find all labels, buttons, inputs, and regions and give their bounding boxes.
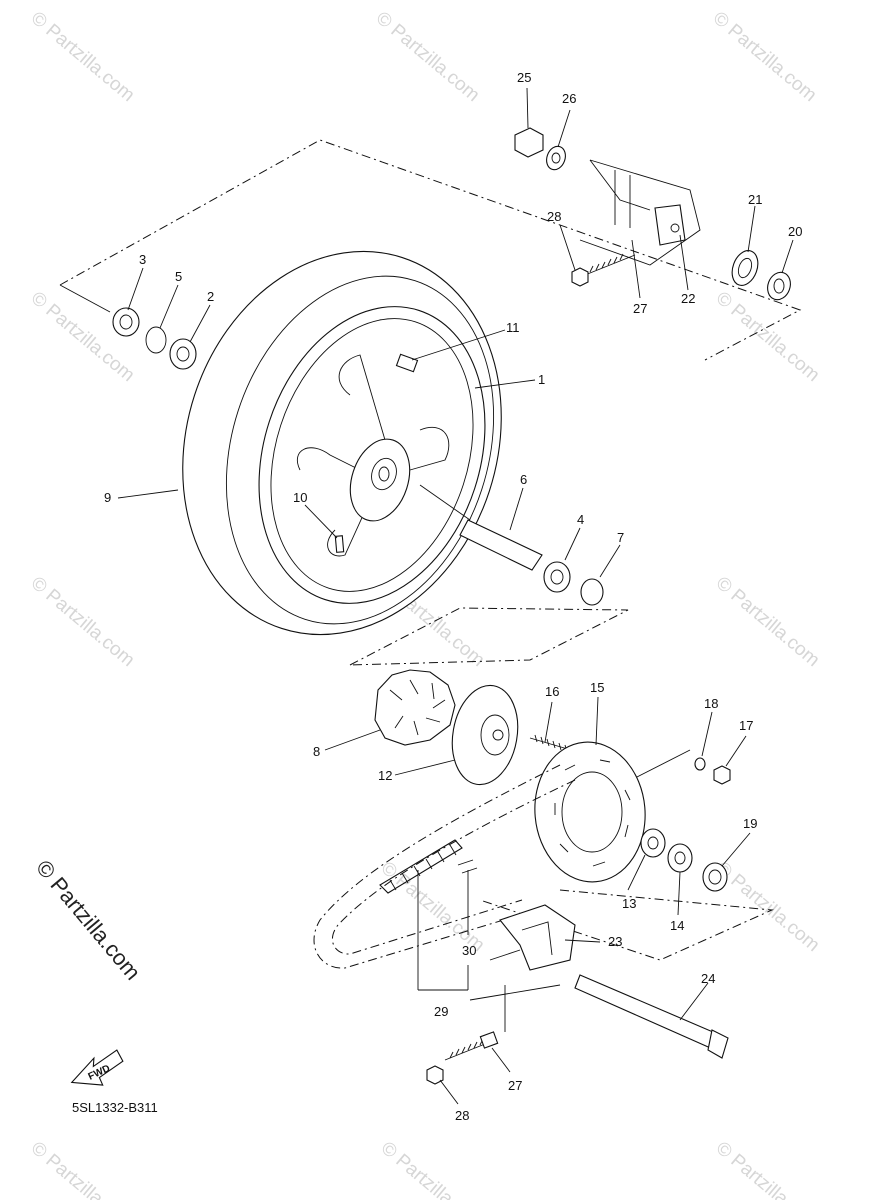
callout-11: 11 — [506, 320, 520, 335]
callout-22: 22 — [681, 291, 695, 306]
oil-seal — [702, 862, 728, 892]
side-watermark: © Partzilla.com — [31, 855, 145, 985]
callout-3: 3 — [139, 252, 146, 267]
callout-1: 1 — [538, 372, 545, 387]
callout-28: 28 — [547, 209, 561, 224]
clutch-hub — [451, 684, 519, 786]
adjuster-bolt — [444, 1031, 499, 1061]
callout-17: 17 — [739, 718, 753, 733]
hub-damper — [374, 669, 456, 746]
callout-25: 25 — [517, 70, 531, 85]
watermark: © Partzilla.com — [712, 1138, 824, 1200]
watermark: © Partzilla.com — [709, 8, 821, 106]
callout-12: 12 — [378, 768, 392, 783]
locknut — [426, 1065, 444, 1085]
bearing — [667, 843, 693, 873]
leader-lines — [117, 87, 794, 1105]
drive-chain — [313, 764, 576, 969]
callout-14: 14 — [670, 918, 684, 933]
callout-24: 24 — [701, 971, 715, 986]
collar — [580, 578, 604, 606]
callout-8: 8 — [313, 744, 320, 759]
sprocket — [534, 741, 646, 883]
watermark: © Partzilla.com — [27, 573, 139, 671]
circlip — [145, 326, 167, 354]
callout-28: 28 — [455, 1108, 469, 1123]
bearing — [543, 561, 571, 593]
watermark: © Partzilla.com — [712, 288, 824, 386]
callout-19: 19 — [743, 816, 757, 831]
callout-27: 27 — [508, 1078, 522, 1093]
watermark-layer: © Partzilla.com © Partzilla.com © Partzi… — [27, 8, 824, 1200]
callout-29: 29 — [434, 1004, 448, 1019]
callout-20: 20 — [788, 224, 802, 239]
washer — [546, 145, 566, 171]
watermark: © Partzilla.com — [27, 8, 139, 106]
watermark: © Partzilla.com — [712, 573, 824, 671]
callout-23: 23 — [608, 934, 622, 949]
callout-7: 7 — [617, 530, 624, 545]
watermark: © Partzilla.com — [377, 1138, 489, 1200]
callout-18: 18 — [704, 696, 718, 711]
callout-13: 13 — [622, 896, 636, 911]
callout-16: 16 — [545, 684, 559, 699]
rear-wheel-rim — [258, 306, 486, 604]
bearing — [640, 828, 666, 858]
swingarm-end — [579, 159, 701, 266]
callout-6: 6 — [520, 472, 527, 487]
callout-2: 2 — [207, 289, 214, 304]
watermark: © Partzilla.com — [377, 858, 489, 956]
watermark: © Partzilla.com — [27, 1138, 139, 1200]
adjuster-bolt — [584, 253, 636, 276]
callout-5: 5 — [175, 269, 182, 284]
callout-26: 26 — [562, 91, 576, 106]
watermark: © Partzilla.com — [27, 288, 139, 386]
rear-axle — [574, 974, 729, 1059]
collar — [767, 271, 791, 301]
forward-arrow-icon: FWD — [70, 1049, 124, 1086]
callout-10: 10 — [293, 490, 307, 505]
callout-9: 9 — [104, 490, 111, 505]
spacer-tube — [459, 519, 543, 571]
nut — [514, 127, 544, 158]
watermark: © Partzilla.com — [712, 858, 824, 956]
locknut — [571, 267, 589, 287]
callout-30: 30 — [462, 943, 476, 958]
chain-guide — [499, 904, 576, 971]
bearing — [169, 338, 197, 370]
callout-15: 15 — [590, 680, 604, 695]
washer — [694, 757, 706, 771]
callout-21: 21 — [748, 192, 762, 207]
callout-numbers: 25 26 28 27 21 20 22 3 5 2 11 1 9 10 6 4… — [104, 70, 802, 1123]
bearing — [112, 307, 140, 337]
diagram-code: 5SL1332-B311 — [72, 1100, 158, 1115]
watermark: © Partzilla.com — [372, 8, 484, 106]
callout-27: 27 — [633, 301, 647, 316]
nut — [713, 765, 731, 785]
callout-4: 4 — [577, 512, 584, 527]
oil-seal — [731, 250, 759, 286]
